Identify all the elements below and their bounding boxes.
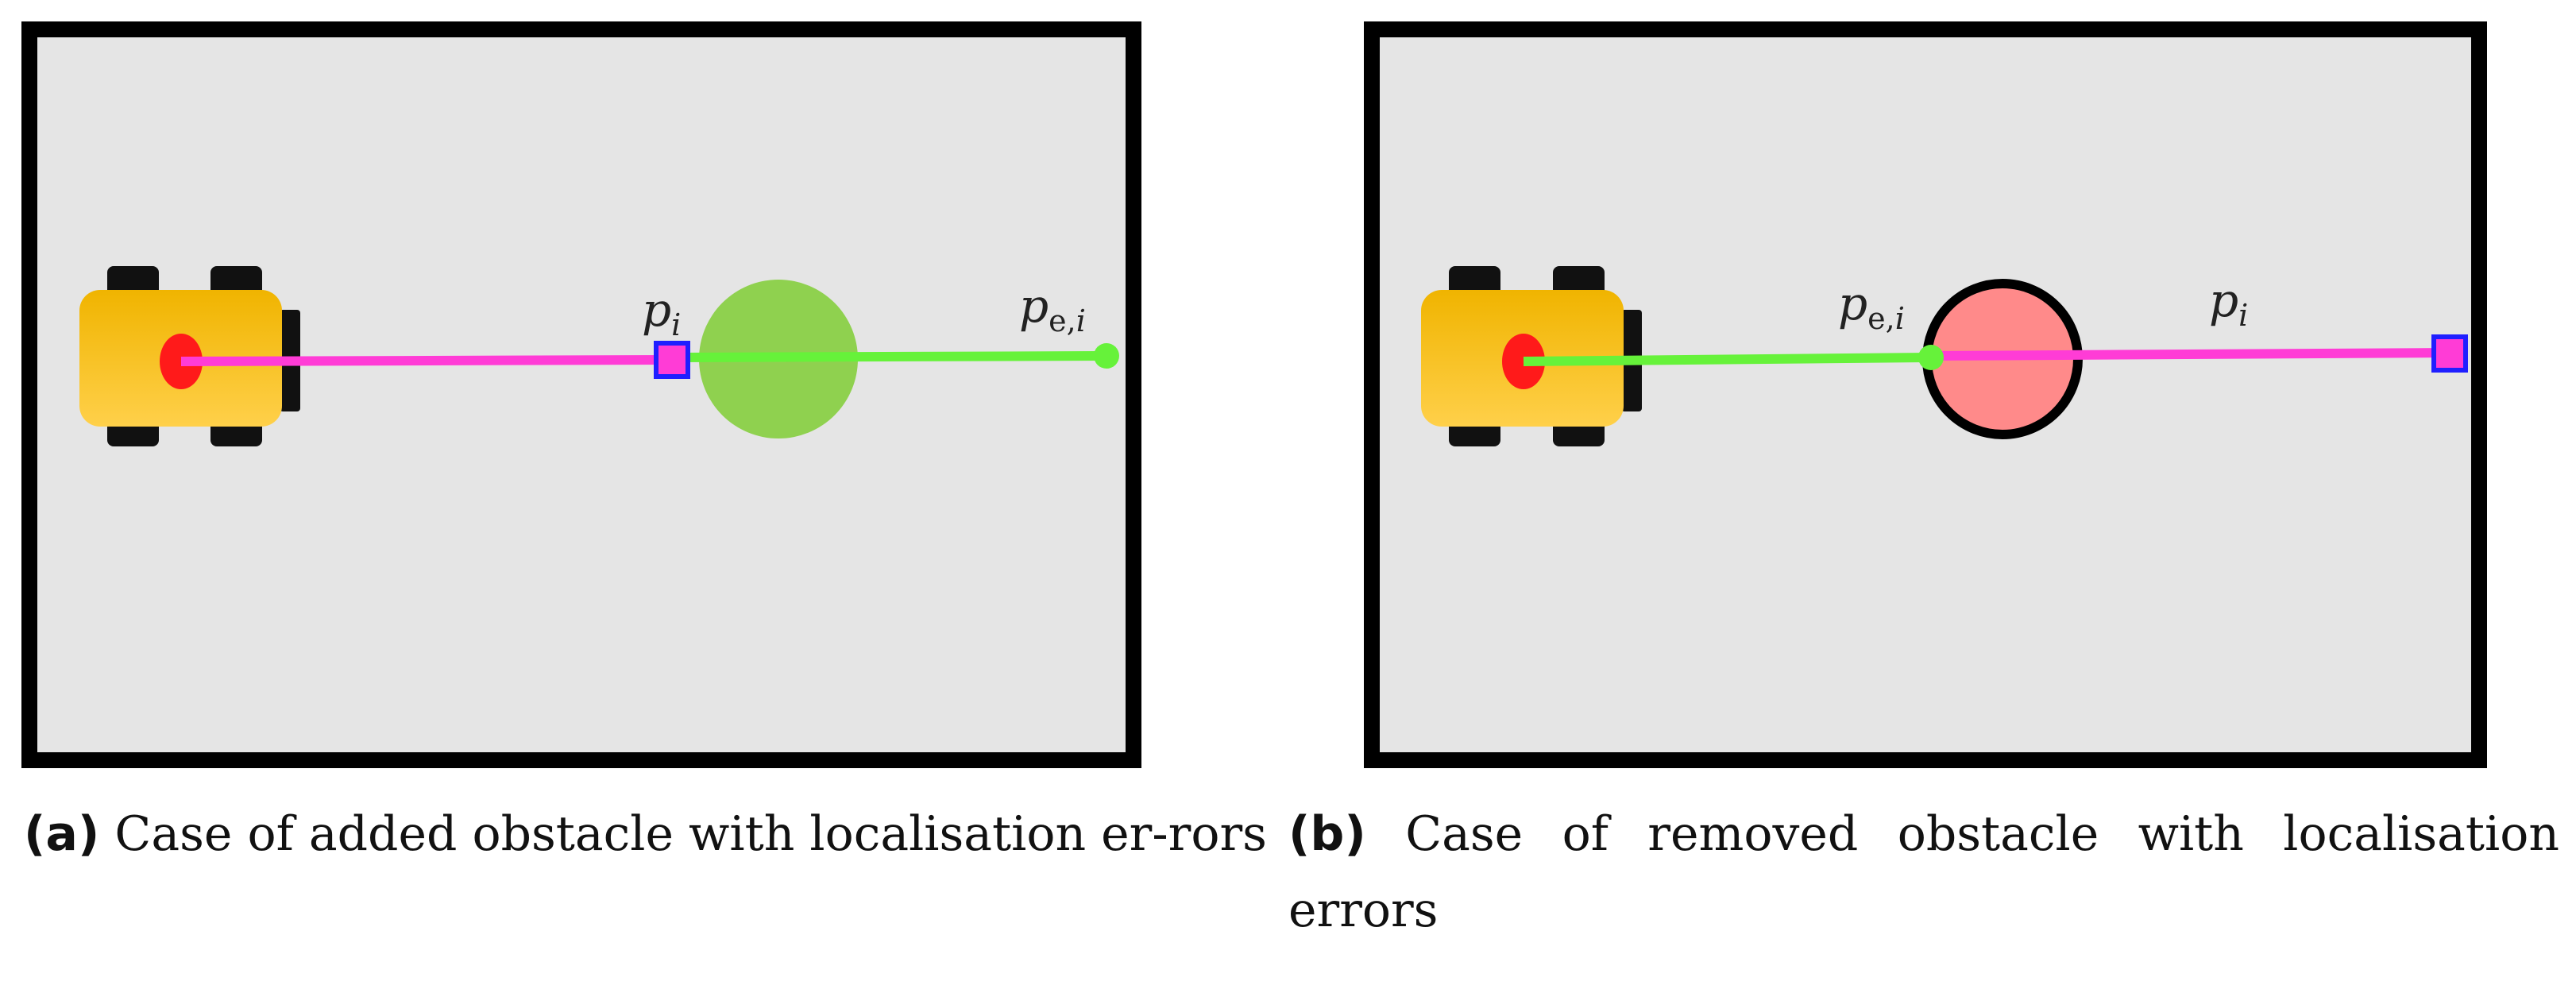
panel-a-diagram: pi pe,i <box>21 21 1141 768</box>
caption-a-label: (a) <box>24 806 100 862</box>
estimated-ray <box>671 351 1107 362</box>
point-marker-dot-icon <box>1094 343 1119 369</box>
point-marker-square-icon <box>654 341 690 379</box>
measured-ray <box>180 355 673 366</box>
measured-ray <box>1930 348 2450 361</box>
caption-b: (b) Case of removed obstacle with locali… <box>1288 796 2559 948</box>
caption-b-label: (b) <box>1288 806 1366 862</box>
robot-car-icon <box>1421 266 1642 446</box>
robot-car-icon <box>79 266 300 446</box>
caption-a-text: Case of added obstacle with localisation… <box>114 806 1267 862</box>
point-marker-dot-icon <box>1918 345 1944 370</box>
label-p-i: pi <box>2209 273 2248 333</box>
caption-a: (a) Case of added obstacle with localisa… <box>24 796 1273 872</box>
label-p-i: pi <box>642 283 681 342</box>
estimated-ray <box>1523 353 1932 366</box>
caption-b-text: Case of removed obstacle with localisati… <box>1288 806 2559 938</box>
panel-b-diagram: pe,i pi <box>1364 21 2487 768</box>
point-marker-square-icon <box>2431 334 2468 373</box>
